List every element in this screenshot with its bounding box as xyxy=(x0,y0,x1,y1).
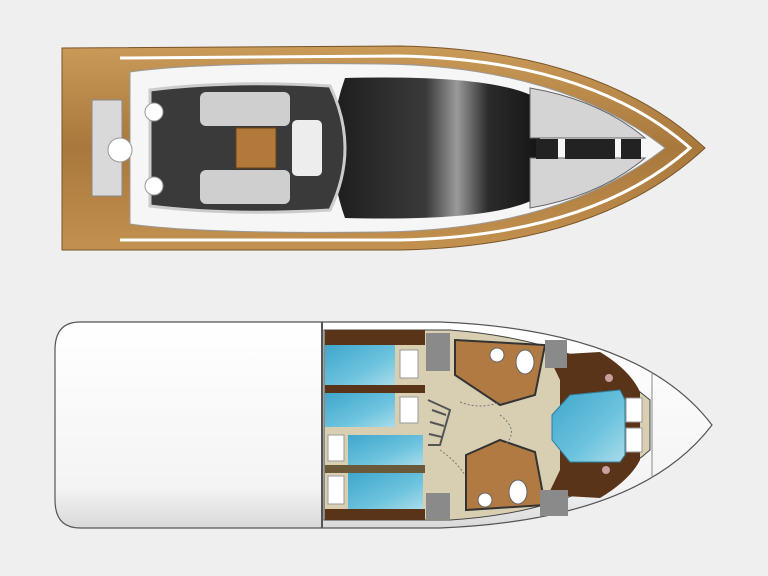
winch-icon xyxy=(144,176,164,196)
wardrobe xyxy=(426,493,450,519)
companionway-stairs xyxy=(427,399,452,446)
pillow xyxy=(625,427,643,453)
pillow xyxy=(625,397,643,423)
wardrobe xyxy=(426,333,450,371)
door-swing xyxy=(439,401,512,476)
deck-hatch xyxy=(565,139,615,159)
cabin-divider xyxy=(325,385,425,393)
aft-cabin-berth xyxy=(348,435,423,465)
toilet-icon xyxy=(515,349,535,375)
pillow xyxy=(399,396,419,424)
cockpit-seat xyxy=(200,170,290,204)
pillow xyxy=(327,434,345,462)
winch-icon xyxy=(107,137,133,163)
winch-icon xyxy=(144,102,164,122)
cabin-floor xyxy=(325,509,425,520)
sink-icon xyxy=(477,492,493,508)
deck-hatch xyxy=(621,139,641,159)
pillow xyxy=(399,349,419,379)
cabin-floor xyxy=(325,330,425,345)
foredeck-sunpad-bottom xyxy=(529,157,647,209)
cockpit-table-teak xyxy=(235,127,277,169)
pillow xyxy=(327,475,345,505)
deck-hatch xyxy=(536,139,558,159)
wardrobe xyxy=(540,490,568,516)
lower-deck-plan xyxy=(54,321,713,529)
deck-plan xyxy=(61,45,706,251)
helm-seat xyxy=(292,120,322,176)
foredeck-sunpad-top xyxy=(529,87,647,139)
sink-icon xyxy=(489,347,505,363)
aft-cabin-berth xyxy=(325,393,395,427)
aft-cabin-berth xyxy=(348,473,423,509)
windscreen-glass xyxy=(332,77,540,219)
aft-cabin-berth xyxy=(325,345,395,385)
forward-cabin-berth xyxy=(551,389,626,463)
deck-gunwale xyxy=(119,54,693,242)
cabin-divider xyxy=(325,465,425,473)
cockpit-seat xyxy=(200,92,290,126)
flower-ornament-icon xyxy=(602,466,610,474)
wardrobe xyxy=(545,340,567,368)
flower-ornament-icon xyxy=(605,374,613,382)
toilet-icon xyxy=(508,479,528,505)
